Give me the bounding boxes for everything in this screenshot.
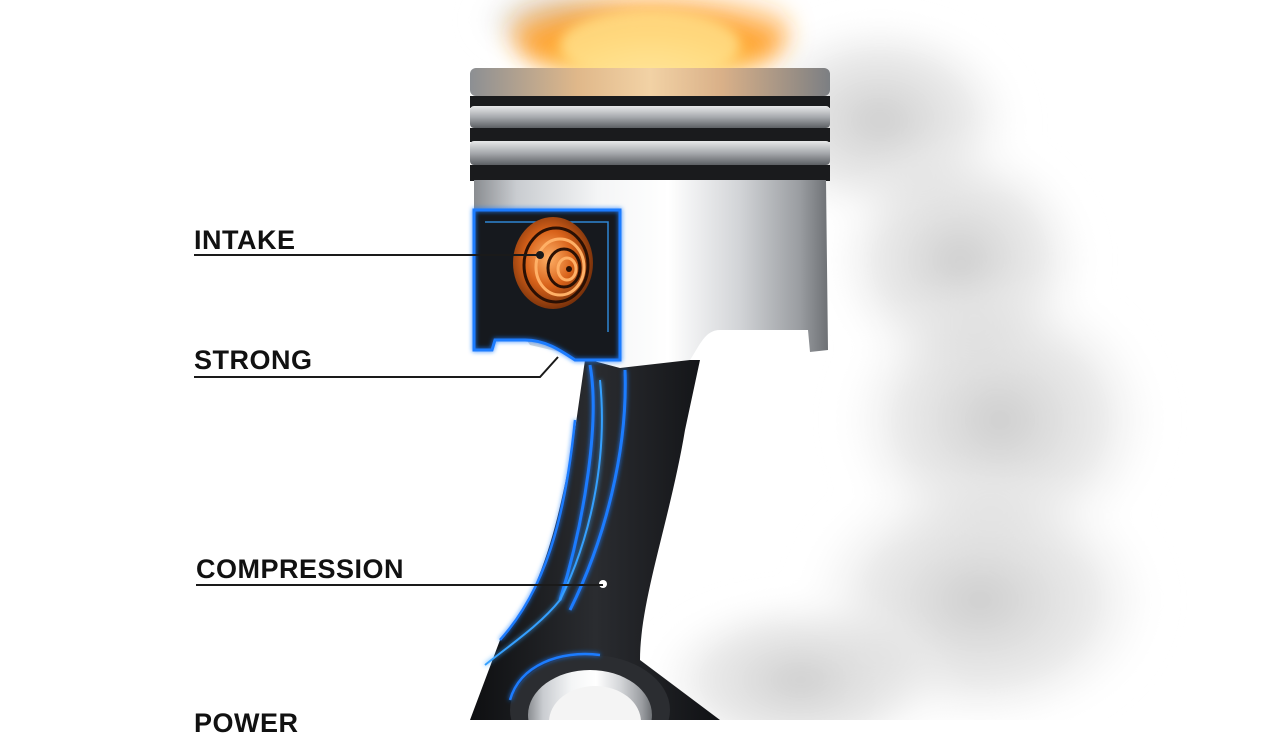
- leader-lines: [194, 251, 603, 586]
- connecting-rod-illustration: [470, 360, 720, 720]
- flame-icon: [510, 0, 790, 85]
- piston-illustration: [470, 68, 830, 368]
- label-intake: INTAKE: [194, 225, 296, 255]
- label-power: POWER: [194, 708, 299, 738]
- label-compression: COMPRESSION: [196, 554, 405, 584]
- leader-line-strong: [194, 356, 559, 378]
- label-strong: STRONG: [194, 345, 313, 375]
- spiral-coil-icon: [513, 217, 593, 309]
- piston-diagram: [194, 0, 1170, 720]
